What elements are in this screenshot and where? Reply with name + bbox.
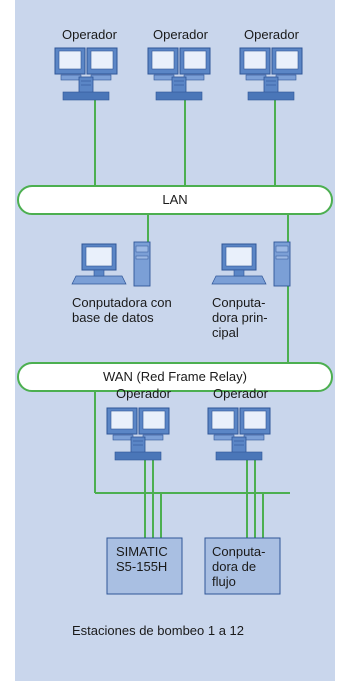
operator-label-3: Operador <box>244 27 299 42</box>
database-computer-label-line1: Conputadora con <box>72 295 172 310</box>
simatic-box <box>106 537 183 595</box>
flow-computer-box <box>204 537 281 595</box>
operator-label-4: Operador <box>116 386 171 401</box>
flow-computer-label-line3: flujo <box>212 574 236 589</box>
wan-bus <box>17 362 333 392</box>
operator-label-2: Operador <box>153 27 208 42</box>
flow-computer-label-line2: dora de <box>212 559 257 574</box>
lan-label: LAN <box>162 192 188 207</box>
bottom-links <box>94 391 290 538</box>
main-tower <box>273 241 291 287</box>
caption: Estaciones de bombeo 1 a 12 <box>72 623 245 638</box>
lan-bus <box>17 185 333 215</box>
database-computer-label-line2: base de datos <box>72 310 154 325</box>
mid-links <box>147 214 289 365</box>
operator-label-1: Operador <box>62 27 117 42</box>
operator-label-5: Operador <box>213 386 268 401</box>
top-links <box>94 95 276 188</box>
simatic-label-line2: S5-155H <box>116 559 168 574</box>
flow-computer-label-line1: Conputa- <box>212 544 266 559</box>
database-tower <box>133 241 151 287</box>
main-computer-label-line3: cipal <box>212 325 239 340</box>
main-computer-label-line2: dora prin- <box>212 310 268 325</box>
main-computer-label-line1: Conputa- <box>212 295 266 310</box>
wan-label: WAN (Red Frame Relay) <box>103 369 247 384</box>
simatic-label-line1: SIMATIC <box>116 544 168 559</box>
